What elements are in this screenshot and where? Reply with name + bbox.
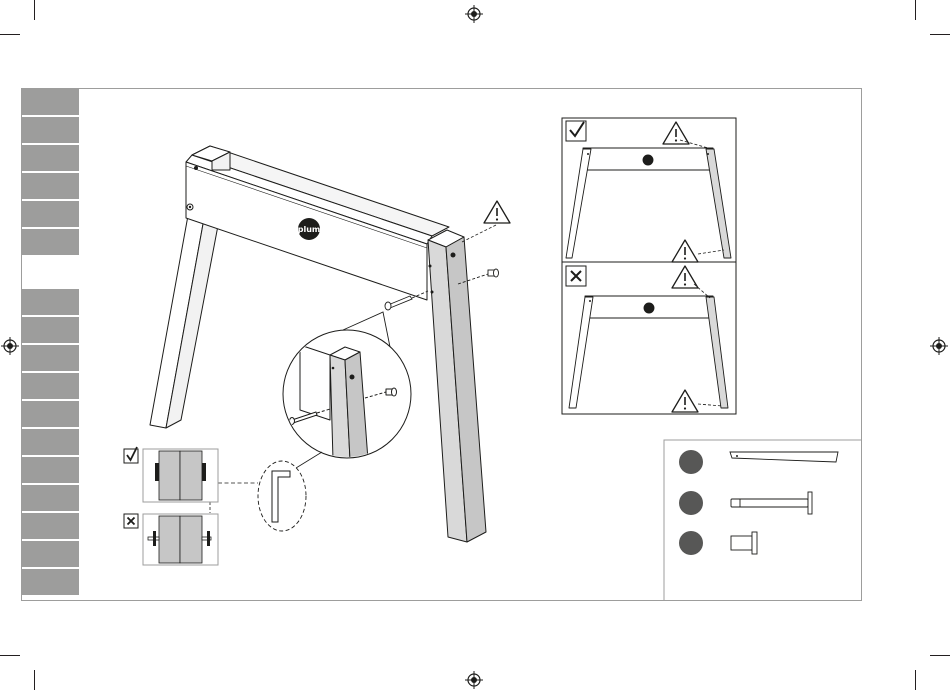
registration-mark-icon xyxy=(465,5,483,23)
detail-magnifier xyxy=(283,330,411,460)
parts-list xyxy=(664,440,862,601)
orientation-compare-panel xyxy=(562,118,736,414)
barrel-nut-icon xyxy=(731,532,757,554)
part-marker xyxy=(679,491,703,515)
right-leg xyxy=(428,230,486,542)
left-leg xyxy=(150,210,220,428)
part-marker xyxy=(679,531,703,555)
long-bolt-icon xyxy=(731,492,812,514)
flat-bar-icon xyxy=(730,452,838,462)
incorrect-nut-panel xyxy=(124,514,218,565)
svg-text:plum: plum xyxy=(298,225,321,234)
registration-mark-icon xyxy=(1,337,19,355)
correct-nut-panel xyxy=(124,447,218,502)
part-marker xyxy=(679,450,703,474)
registration-mark-icon xyxy=(465,671,483,689)
allen-key-icon xyxy=(258,461,306,531)
bolt-part xyxy=(385,291,428,310)
warning-triangle-icon xyxy=(484,201,510,223)
registration-mark-icon xyxy=(930,337,948,355)
